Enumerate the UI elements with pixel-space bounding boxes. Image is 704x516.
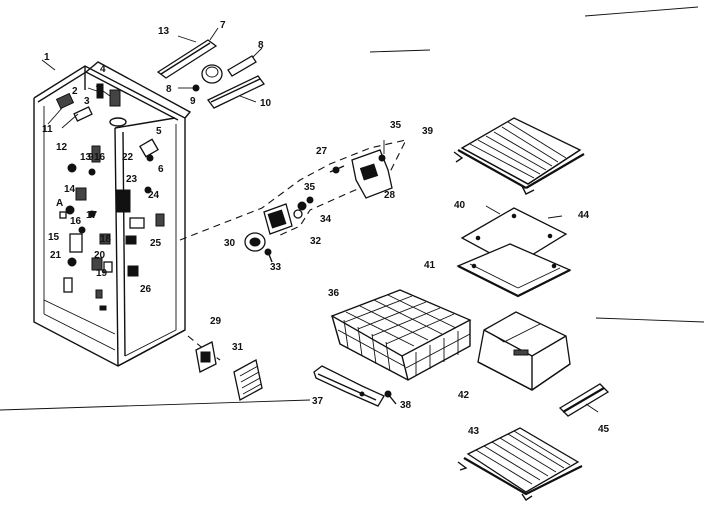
label-35b: 35 (304, 182, 316, 193)
label-16b: 16 (70, 216, 82, 227)
label-43: 43 (468, 426, 480, 437)
label-24: 24 (148, 190, 160, 201)
rail-45 (558, 383, 610, 417)
label-25: 25 (150, 238, 162, 249)
scan-edge-lines (0, 6, 704, 411)
frame-41 (456, 243, 572, 298)
label-7: 7 (220, 20, 226, 31)
label-38: 38 (400, 400, 412, 411)
label-40: 40 (454, 200, 466, 211)
label-35: 35 (390, 120, 402, 131)
label-31: 31 (232, 342, 244, 353)
label-13b: 13 (80, 152, 92, 163)
label-28: 28 (384, 190, 396, 201)
label-17: 17 (86, 210, 98, 221)
label-14: 14 (64, 184, 76, 195)
label-1: 1 (44, 52, 50, 63)
label-9b: 9 (88, 152, 94, 163)
label-21: 21 (50, 250, 62, 261)
label-42: 42 (458, 390, 470, 401)
assembly-dashed-line (179, 139, 408, 361)
label-45: 45 (598, 424, 610, 435)
label-13: 13 (158, 26, 170, 37)
drawer-42 (477, 311, 571, 391)
label-44: 44 (578, 210, 590, 221)
control-assembly (244, 140, 393, 263)
label-19: 19 (96, 268, 108, 279)
label-10: 10 (260, 98, 272, 109)
label-A: A (56, 198, 63, 209)
label-12: 12 (56, 142, 68, 153)
label-8: 8 (258, 40, 264, 51)
label-32: 32 (310, 236, 322, 247)
label-29: 29 (210, 316, 222, 327)
label-39: 39 (422, 126, 434, 137)
label-27: 27 (316, 146, 328, 157)
top-components (156, 27, 265, 109)
label-23: 23 (126, 174, 138, 185)
label-16: 16 (94, 152, 106, 163)
part-labels: 1 2 3 4 5 6 7 8 8 9 9 10 11 12 13 13 14 … (42, 20, 610, 437)
label-34: 34 (320, 214, 332, 225)
label-20: 20 (94, 250, 106, 261)
label-33: 33 (270, 262, 282, 273)
handle-37 (313, 365, 397, 407)
label-2: 2 (72, 86, 78, 97)
cabinet-liner (33, 59, 192, 367)
label-9: 9 (190, 96, 196, 107)
label-30: 30 (224, 238, 236, 249)
label-36: 36 (328, 288, 340, 299)
label-6: 6 (158, 164, 164, 175)
label-3: 3 (84, 96, 90, 107)
shelf-43 (457, 427, 583, 501)
label-4: 4 (100, 64, 106, 75)
shelf-39 (453, 117, 585, 195)
basket-36 (330, 289, 472, 381)
label-11: 11 (42, 124, 53, 135)
label-26: 26 (140, 284, 152, 295)
label-37: 37 (312, 396, 324, 407)
bracket-29 (195, 341, 217, 373)
label-41: 41 (424, 260, 436, 271)
label-18: 18 (100, 234, 112, 245)
grille-31 (233, 359, 263, 401)
label-8b: 8 (166, 84, 172, 95)
label-15: 15 (48, 232, 60, 243)
label-5: 5 (156, 126, 162, 137)
label-22: 22 (122, 152, 134, 163)
